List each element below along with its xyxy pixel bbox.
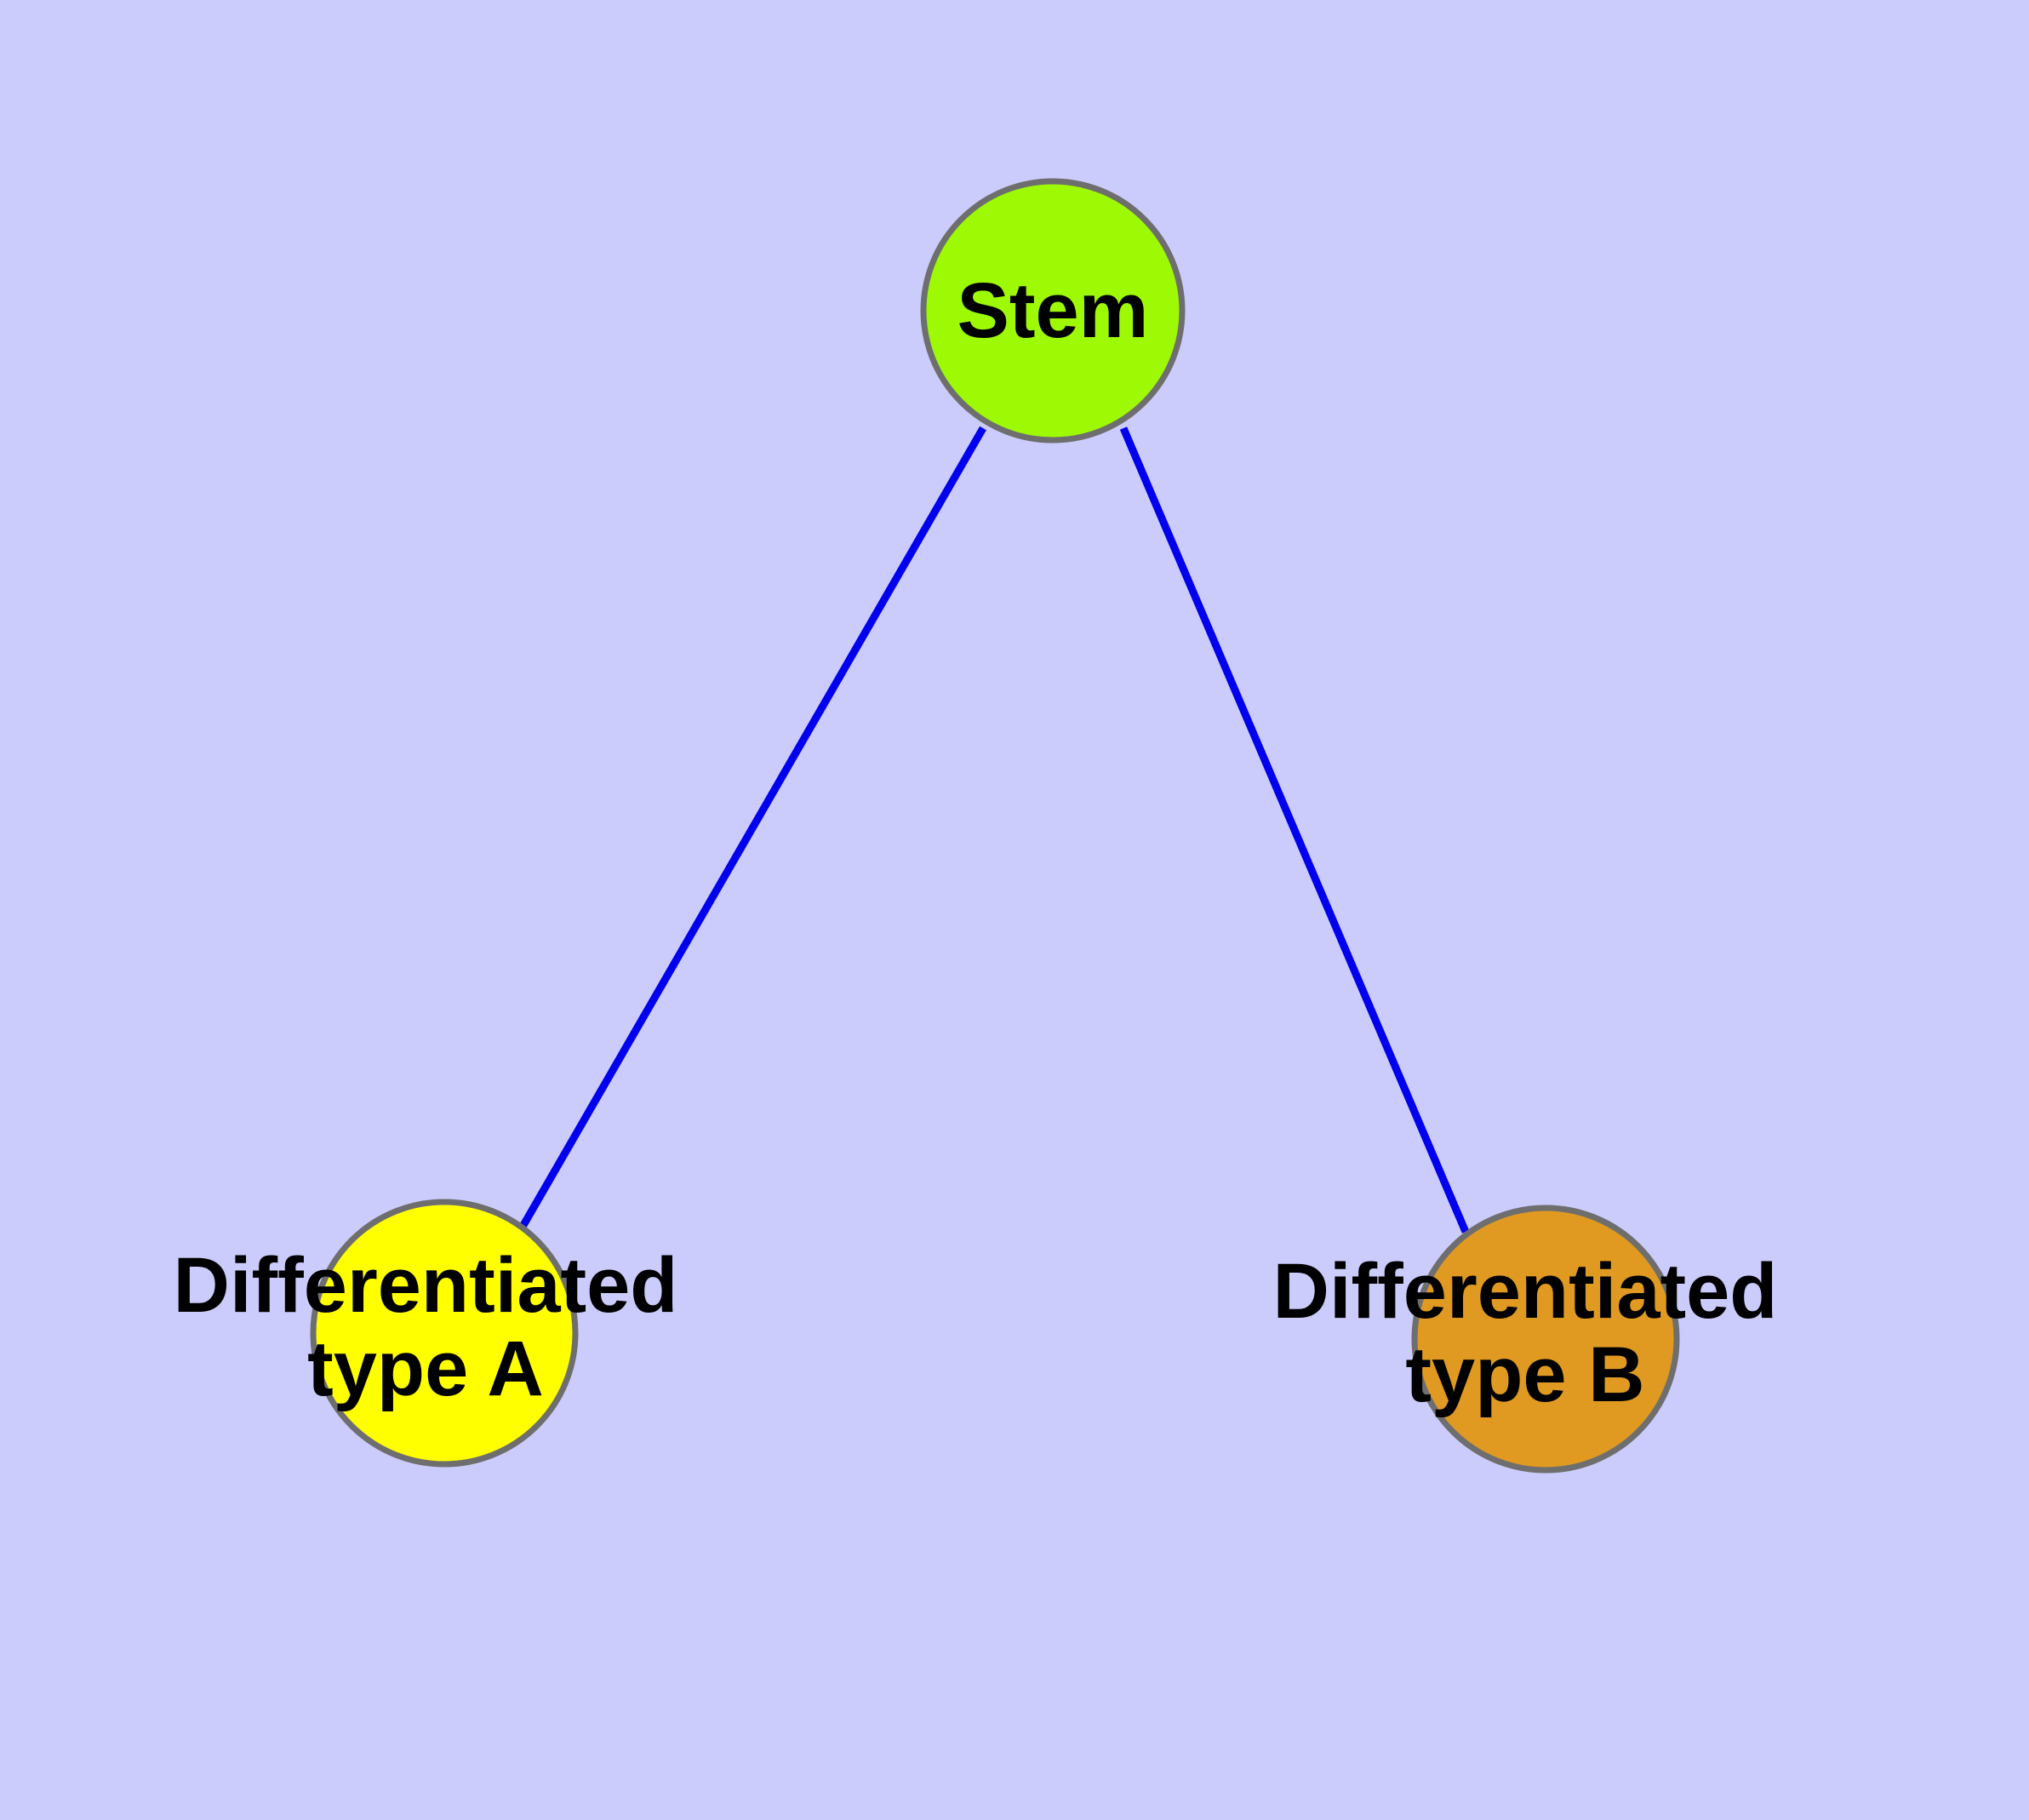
edges-layer: [519, 426, 1470, 1233]
nodes-layer: [310, 178, 1680, 1474]
graph-node-label-line: Stem: [957, 267, 1149, 354]
graph-node-label-line: Differentiated: [1273, 1249, 1778, 1336]
graph-node-label-line: type B: [1405, 1331, 1644, 1418]
graph-node-label-line: type A: [307, 1325, 544, 1412]
graph-edge-stem-to-diff-b[interactable]: [1119, 426, 1470, 1233]
graph-node-diff_a[interactable]: [310, 1199, 579, 1468]
graph-node-diff_b[interactable]: [1411, 1205, 1680, 1474]
graph-edge-stem-to-diff-a[interactable]: [519, 426, 986, 1229]
graph-node-label-line: Differentiated: [174, 1243, 678, 1330]
graph-node-stem[interactable]: [920, 178, 1186, 444]
graph-node-label-stem: Stem: [957, 267, 1149, 354]
